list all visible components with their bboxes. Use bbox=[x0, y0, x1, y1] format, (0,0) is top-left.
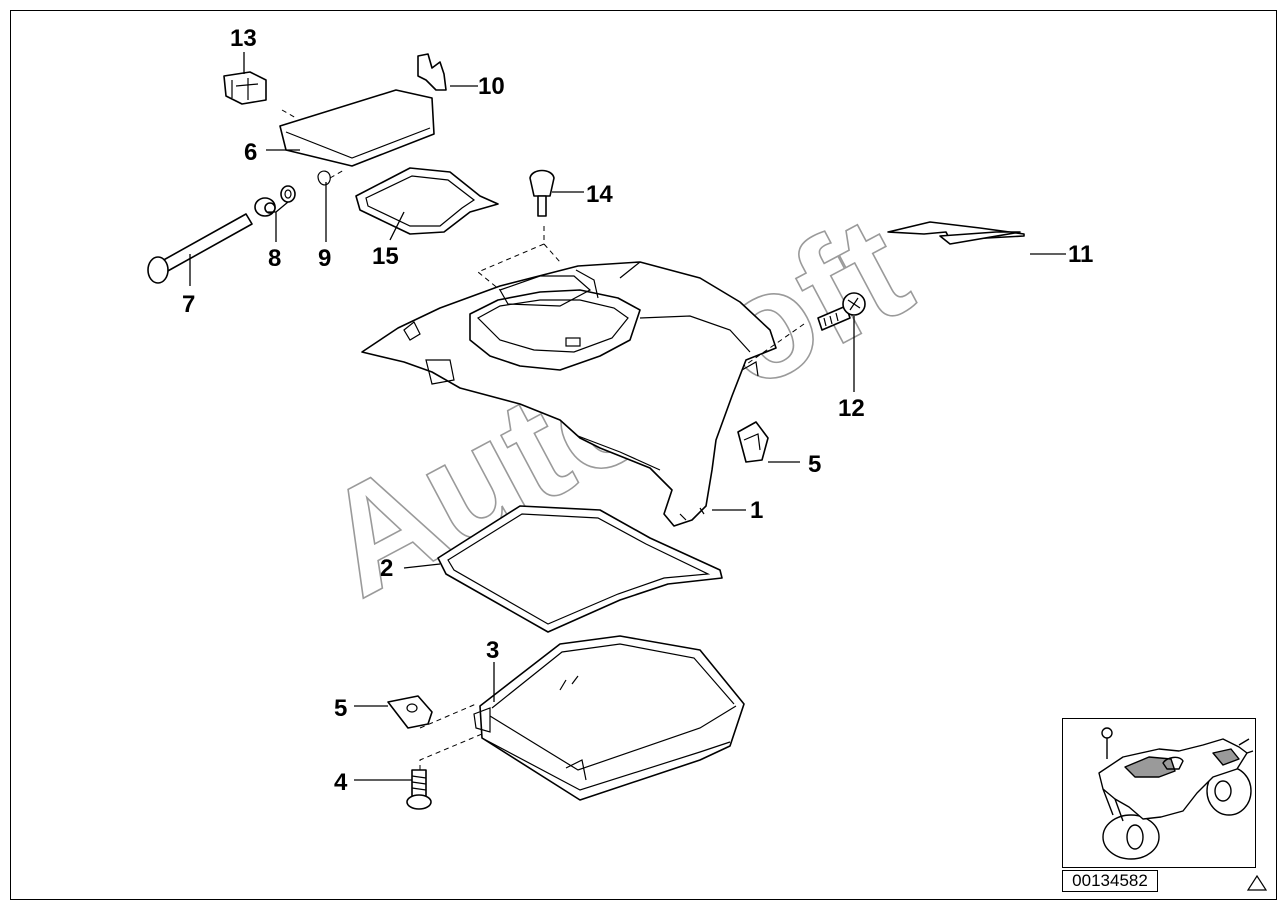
assembly-lines bbox=[281, 109, 805, 770]
callout-2: 2 bbox=[380, 555, 393, 582]
part-15-seal[interactable] bbox=[355, 167, 499, 235]
part-6-cover[interactable] bbox=[279, 89, 435, 167]
callout-1: 1 bbox=[750, 497, 763, 524]
callout-11: 11 bbox=[1068, 241, 1093, 268]
part-4-screw[interactable] bbox=[406, 769, 432, 810]
callout-14: 14 bbox=[586, 181, 613, 208]
callout-7: 7 bbox=[182, 291, 195, 318]
part-12-screw[interactable] bbox=[817, 292, 866, 331]
callout-12: 12 bbox=[838, 395, 865, 422]
callout-labels: 13 10 6 14 11 8 9 15 7 12 5 1 2 3 5 4 bbox=[182, 25, 1093, 796]
warning-triangle-icon bbox=[1246, 874, 1268, 891]
part-9-ring[interactable] bbox=[317, 170, 331, 186]
part-1-storage-tray[interactable] bbox=[361, 261, 777, 527]
part-2-gasket[interactable] bbox=[437, 505, 723, 633]
callout-6: 6 bbox=[244, 139, 257, 166]
callout-8: 8 bbox=[268, 245, 281, 272]
callout-9: 9 bbox=[318, 245, 331, 272]
part-11-trim[interactable] bbox=[887, 221, 1025, 245]
part-5-speed-nut-upper[interactable] bbox=[737, 421, 769, 463]
callout-3: 3 bbox=[486, 637, 499, 664]
callout-10: 10 bbox=[478, 73, 505, 100]
callout-15: 15 bbox=[372, 243, 399, 270]
leader-lines bbox=[189, 52, 1066, 781]
part-13-clip[interactable] bbox=[223, 71, 267, 105]
part-5-speed-nut-lower[interactable] bbox=[387, 695, 433, 729]
callout-5-lower: 5 bbox=[334, 695, 347, 722]
diagram-frame bbox=[10, 10, 1277, 900]
callout-5-upper: 5 bbox=[808, 451, 821, 478]
part-14-plug[interactable] bbox=[529, 169, 555, 217]
motorcycle-icon bbox=[1098, 727, 1254, 860]
diagram-number: 00134582 bbox=[1062, 870, 1158, 892]
callout-4: 4 bbox=[334, 769, 348, 796]
part-7-bolt[interactable] bbox=[147, 213, 253, 284]
part-3-lower-box[interactable] bbox=[473, 635, 745, 801]
motorcycle-inset bbox=[1062, 718, 1256, 868]
callout-13: 13 bbox=[230, 25, 257, 52]
part-10-bracket[interactable] bbox=[417, 53, 447, 91]
